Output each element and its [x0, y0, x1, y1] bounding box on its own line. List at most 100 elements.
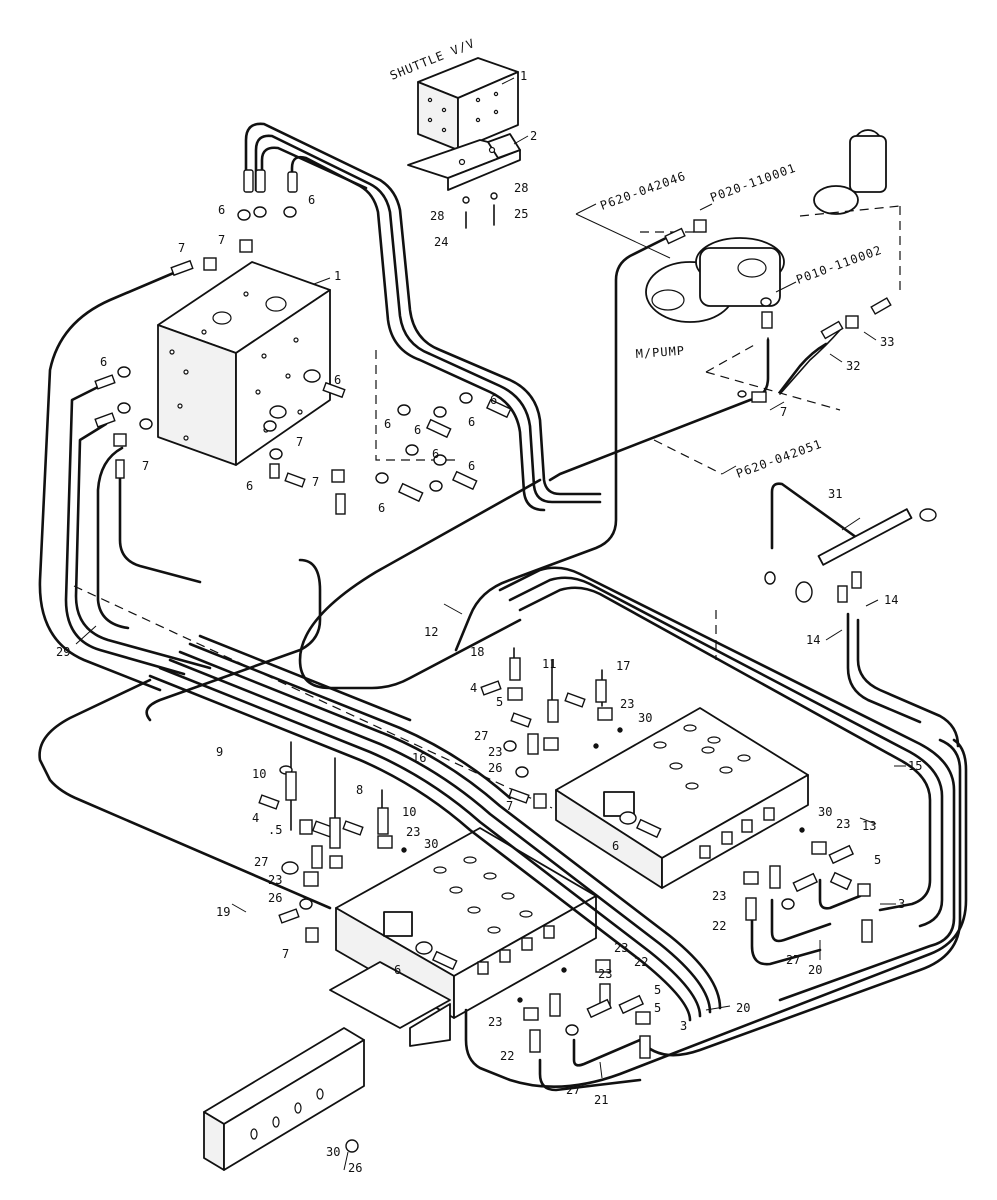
part-label-23: 23 [836, 817, 850, 831]
part-label-27: 27 [254, 855, 268, 869]
center-lines [73, 343, 841, 809]
part-label-6: 6 [394, 963, 401, 977]
part-label-7: 7 [296, 435, 303, 449]
part-label-22: 22 [712, 919, 726, 933]
part-label-5: 5 [496, 695, 503, 709]
part-label-6: 6 [218, 203, 225, 217]
part-label-29: 29 [56, 645, 70, 659]
part-label-4: 4 [252, 811, 259, 825]
part-label-10: 10 [252, 767, 266, 781]
part-label-4: 4 [470, 681, 477, 695]
part-label-23: 23 [406, 825, 420, 839]
part-label-7: 7 [218, 233, 225, 247]
part-label-30: 30 [326, 1145, 340, 1159]
part-label-22: 22 [500, 1049, 514, 1063]
bracket-bolts [462, 192, 498, 229]
part-label-16: 16 [412, 751, 426, 765]
control-valve-lower [329, 827, 597, 1047]
part-label-10: 10 [402, 805, 416, 819]
hose-routing [38, 122, 968, 1092]
part-label-23: 23 [268, 873, 282, 887]
part-label-2: 2 [530, 129, 537, 143]
part-label-23: 23 [614, 941, 628, 955]
title-pipe-p010-110002: P010-110002 [794, 243, 884, 287]
part-label-30: 30 [818, 805, 832, 819]
main-pump [640, 129, 901, 323]
part-label-27: 27 [474, 729, 488, 743]
part-label-1: 1 [334, 269, 341, 283]
part-label-9: 9 [216, 745, 223, 759]
part-label-6: 6 [490, 393, 497, 407]
part-label-7: 7 [282, 947, 289, 961]
part-label-6: 6 [612, 839, 619, 853]
part-label-32: 32 [846, 359, 860, 373]
part-label-6: 6 [246, 479, 253, 493]
part-label-26: 26 [488, 761, 502, 775]
part-label-5: .5 [268, 823, 282, 837]
part-label-7: 7 [178, 241, 185, 255]
part-label-14: 14 [884, 593, 898, 607]
title-pipe-p620-042046: P620-042046 [598, 169, 688, 213]
pipe-assembly-31 [764, 482, 937, 603]
part-label-6: 6 [414, 423, 421, 437]
part-label-23: 23 [598, 967, 612, 981]
part-label-22: 22 [634, 955, 648, 969]
part-label-5: 5 [654, 1001, 661, 1015]
part-label-25: 25 [514, 207, 528, 221]
shuttle-valve-bracket [407, 133, 521, 191]
shuttle-valve [417, 57, 519, 151]
part-label-20: 20 [736, 1001, 750, 1015]
part-label-23: 23 [488, 745, 502, 759]
part-label-6: 6 [468, 415, 475, 429]
part-label-19: 19 [216, 905, 230, 919]
part-label-27: 27 [566, 1083, 580, 1097]
part-label-7: 7 [780, 405, 787, 419]
title-pipe-p020-110001: P020-110001 [708, 161, 798, 205]
part-label-6: 6 [384, 417, 391, 431]
part-label-26: 26 [268, 891, 282, 905]
part-label-28: 28 [430, 209, 444, 223]
part-label-3: 3 [898, 897, 905, 911]
part-label-23: 23 [712, 889, 726, 903]
control-valve-upper [555, 707, 809, 889]
part-label-26: 26 [348, 1161, 362, 1175]
part-label-6: 6 [100, 355, 107, 369]
part-label-15: 15 [908, 759, 922, 773]
part-label-23: 23 [620, 697, 634, 711]
part-label-33: 33 [880, 335, 894, 349]
part-label-7: 7 [506, 799, 513, 813]
part-label-17: 17 [616, 659, 630, 673]
part-label-7: 7 [142, 459, 149, 473]
part-label-6: 6 [468, 459, 475, 473]
end-plate [203, 1027, 365, 1171]
part-label-30: 30 [424, 837, 438, 851]
part-label-13: 13 [862, 819, 876, 833]
fittings [94, 169, 892, 1059]
part-number-labels: 1 2 28 28 25 24 1 6 6 7 7 6 6 6 6 6 6 7 … [56, 69, 922, 1175]
part-label-1: 1 [520, 69, 527, 83]
main-valve-block [157, 261, 331, 466]
part-label-28: 28 [514, 181, 528, 195]
part-label-14: 14 [806, 633, 820, 647]
part-label-5: 5 [654, 983, 661, 997]
part-label-6: 6 [378, 501, 385, 515]
title-main-pump: M/PUMP [635, 344, 685, 361]
part-label-6: 6 [432, 447, 439, 461]
part-label-5: 5 [874, 853, 881, 867]
part-label-6: 6 [308, 193, 315, 207]
part-label-3: 3 [680, 1019, 687, 1033]
part-label-8: 8 [356, 783, 363, 797]
part-label-7: 7 [312, 475, 319, 489]
part-label-27: 27 [786, 953, 800, 967]
part-label-31: 31 [828, 487, 842, 501]
part-label-24: 24 [434, 235, 448, 249]
part-label-11: 11 [542, 657, 556, 671]
part-label-20: 20 [808, 963, 822, 977]
part-label-18: 18 [470, 645, 484, 659]
part-label-21: 21 [594, 1093, 608, 1107]
part-label-23: 23 [488, 1015, 502, 1029]
leader-lines [75, 77, 906, 1171]
part-label-6: 6 [334, 373, 341, 387]
part-label-12: 12 [424, 625, 438, 639]
